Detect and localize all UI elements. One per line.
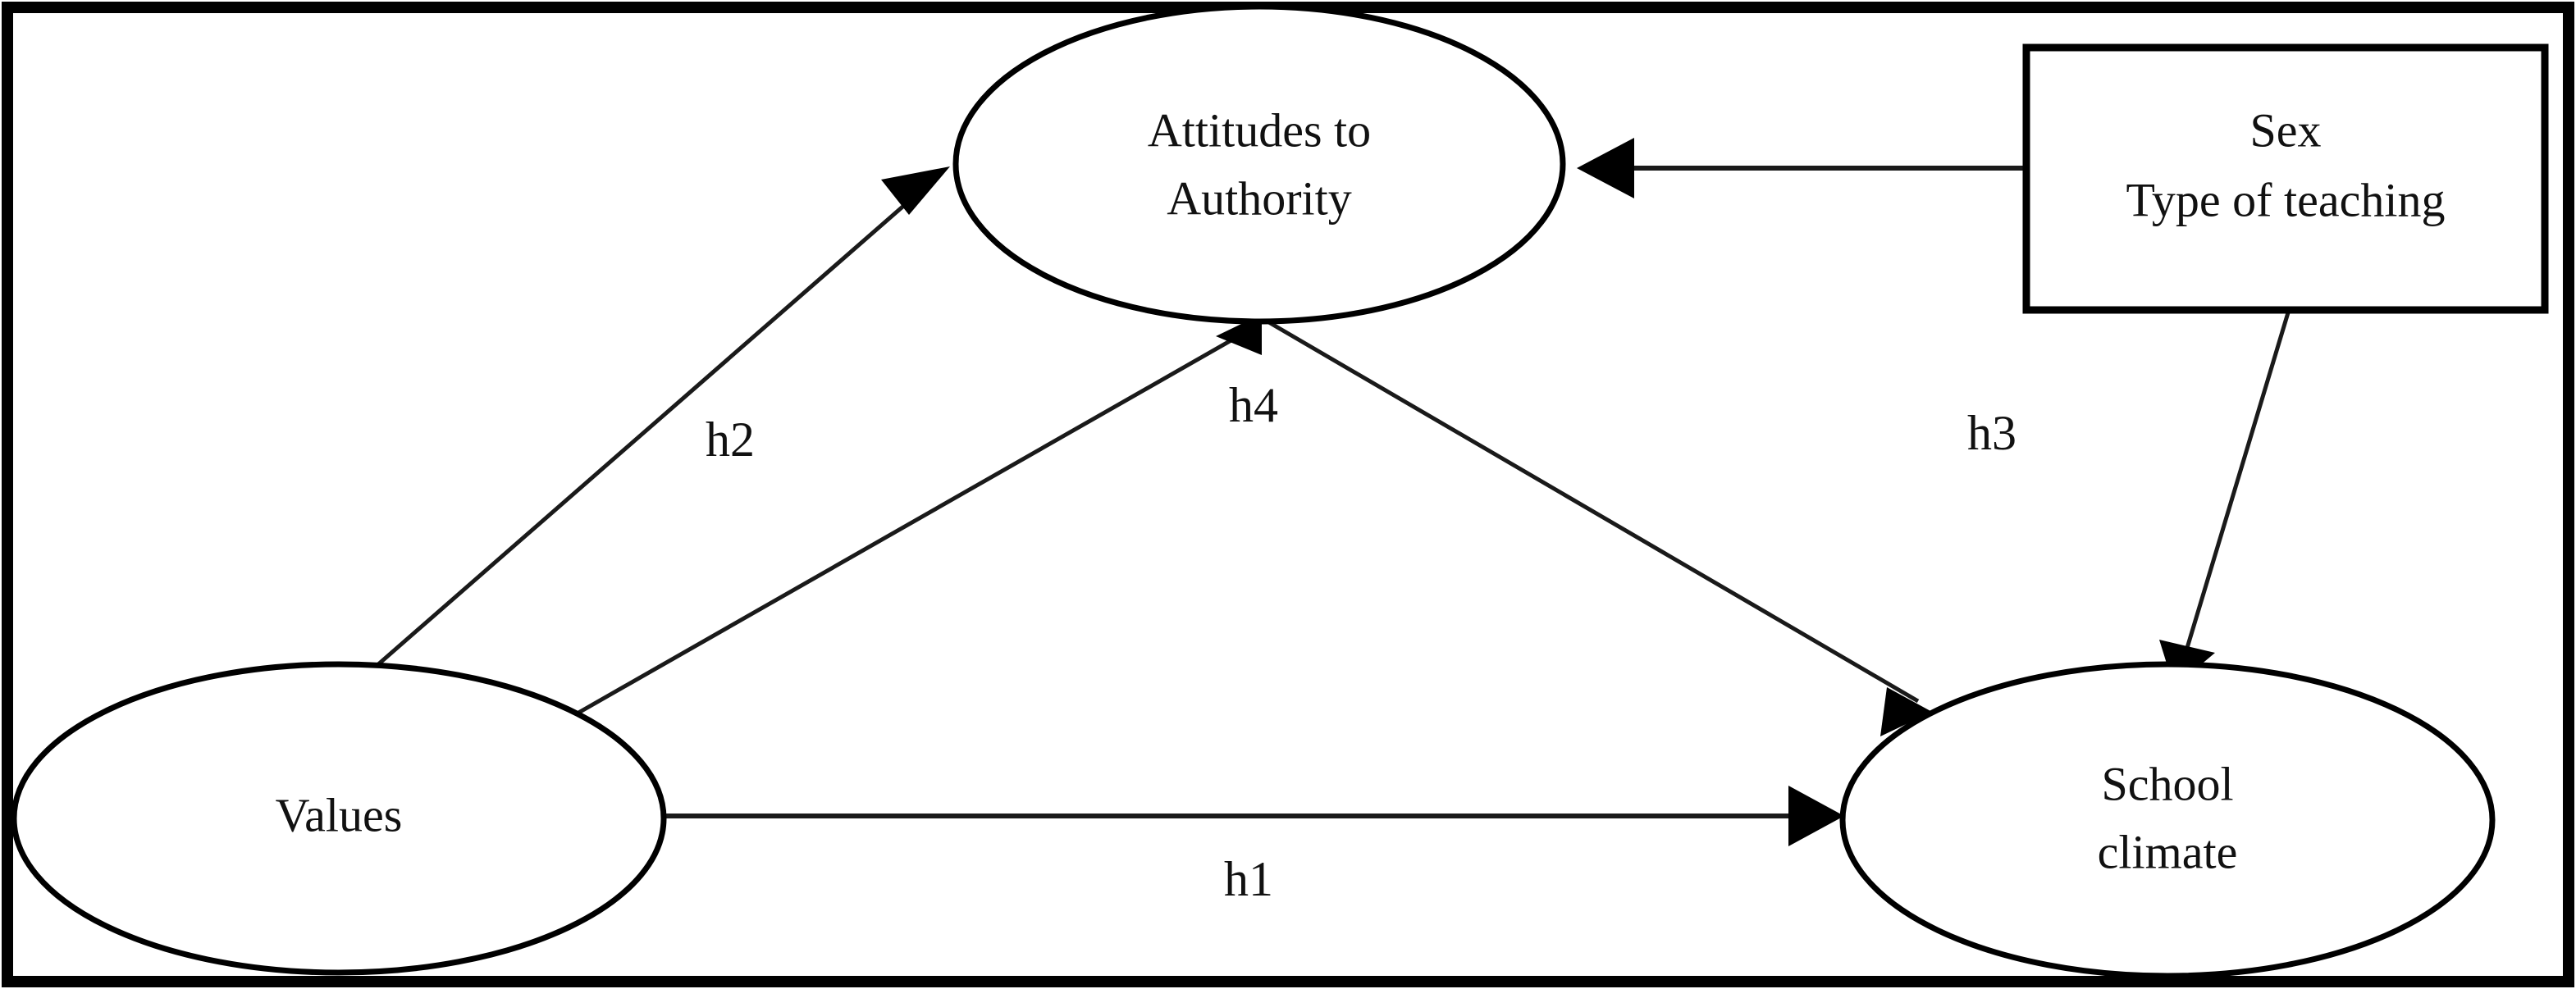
edge-h1-arrowhead	[1788, 786, 1844, 846]
edge-h4: h4	[573, 314, 1278, 718]
node-attitudes-to-authority[interactable]: Attitudes to Authority	[952, 3, 1566, 325]
edge-h2: h2	[369, 166, 950, 672]
node-attitudes-label-line2: Authority	[1167, 171, 1352, 225]
node-values[interactable]: Values	[11, 661, 667, 976]
edge-cov-attitudes-arrowhead	[1577, 138, 1634, 198]
edge-h3-label: h3	[1967, 406, 2016, 460]
node-covariates-label-line2: Type of teaching	[2126, 173, 2446, 226]
edge-h4-line	[573, 326, 1254, 718]
node-school-climate-label-line1: School	[2101, 757, 2233, 810]
edge-h4-label: h4	[1229, 378, 1278, 432]
edge-h2-arrowhead	[881, 166, 950, 215]
node-covariates[interactable]: Sex Type of teaching	[2022, 43, 2549, 314]
edge-h2-line	[369, 173, 941, 672]
node-attitudes-ellipse[interactable]	[952, 3, 1566, 325]
node-attitudes-label-line1: Attitudes to	[1148, 103, 1371, 157]
edge-h4-arrowhead	[1216, 314, 1262, 355]
node-covariates-box[interactable]	[2022, 43, 2549, 314]
edge-h1-label: h1	[1224, 852, 1273, 906]
edge-h3-arrowhead	[1880, 687, 1932, 736]
node-school-climate-ellipse[interactable]	[1839, 661, 2496, 979]
edge-covariates-to-attitudes	[1577, 138, 2026, 198]
node-values-ellipse[interactable]	[11, 661, 667, 976]
edge-h3-line	[1266, 319, 1920, 704]
edge-cov-climate-line	[2180, 309, 2291, 665]
edge-h2-label: h2	[706, 412, 755, 467]
node-school-climate[interactable]: School climate	[1839, 661, 2496, 979]
node-values-label: Values	[276, 788, 403, 841]
edge-h3: h3	[1266, 319, 2016, 736]
edge-covariates-to-climate	[2159, 309, 2291, 687]
edge-h1: h1	[663, 786, 1844, 906]
node-school-climate-label-line2: climate	[2098, 825, 2238, 878]
node-covariates-label-line1: Sex	[2250, 103, 2322, 157]
